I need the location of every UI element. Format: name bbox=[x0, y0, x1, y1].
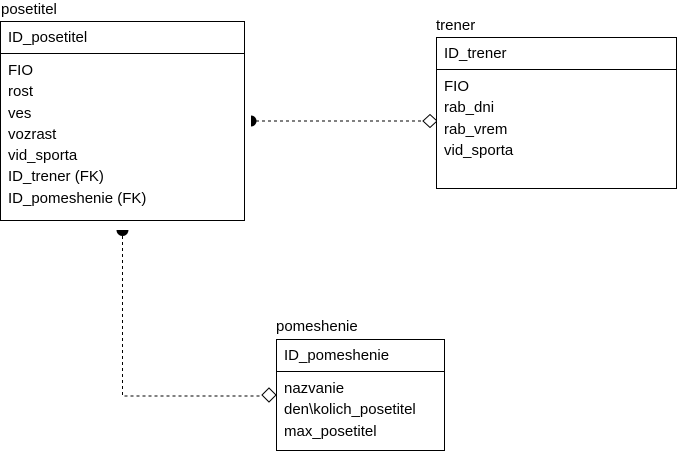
dashed-connector bbox=[122, 236, 262, 397]
attribute: rab_vrem bbox=[444, 120, 508, 138]
relation-posetitel-trener bbox=[251, 113, 438, 129]
hollow-diamond-end bbox=[261, 387, 277, 403]
primary-key: ID_posetitel bbox=[1, 22, 244, 54]
entity-title-pomeshenie: pomeshenie bbox=[276, 318, 358, 335]
attribute: den\kolich_posetitel bbox=[284, 401, 416, 419]
attribute-list: FIO rab_dni rab_vrem vid_sporta bbox=[437, 70, 676, 161]
attribute: FIO bbox=[444, 78, 469, 95]
entity-title-trener: trener bbox=[436, 17, 476, 34]
primary-key: ID_trener bbox=[437, 38, 676, 70]
attribute: nazvanie bbox=[284, 380, 345, 397]
attribute: vid_sporta bbox=[444, 141, 514, 159]
relation-posetitel-pomeshenie bbox=[116, 230, 277, 403]
attribute: ID_pomeshenie (FK) bbox=[8, 189, 147, 207]
attribute: FIO bbox=[8, 62, 33, 79]
attribute: vozrast bbox=[8, 125, 57, 143]
attribute: vid_sporta bbox=[8, 147, 78, 165]
entity-pomeshenie: ID_pomeshenie nazvanie den\kolich_poseti… bbox=[276, 339, 445, 451]
attribute: ID_trener (FK) bbox=[8, 168, 104, 186]
attribute-list: nazvanie den\kolich_posetitel max_poseti… bbox=[277, 372, 444, 442]
filled-half-circle-end bbox=[116, 230, 129, 237]
attribute: rab_dni bbox=[444, 99, 495, 117]
attribute: rost bbox=[8, 83, 34, 101]
attribute-list: FIO rost ves vozrast vid_sporta ID_trene… bbox=[1, 54, 244, 209]
entity-title-posetitel: posetitel bbox=[1, 1, 57, 18]
primary-key: ID_pomeshenie bbox=[277, 340, 444, 372]
attribute: ves bbox=[8, 104, 32, 122]
entity-trener: ID_trener FIO rab_dni rab_vrem vid_sport… bbox=[436, 37, 677, 189]
entity-posetitel: ID_posetitel FIO rost ves vozrast vid_sp… bbox=[0, 21, 245, 221]
hollow-diamond-end bbox=[422, 113, 438, 129]
attribute: max_posetitel bbox=[284, 422, 377, 440]
filled-half-circle-end bbox=[251, 115, 257, 127]
